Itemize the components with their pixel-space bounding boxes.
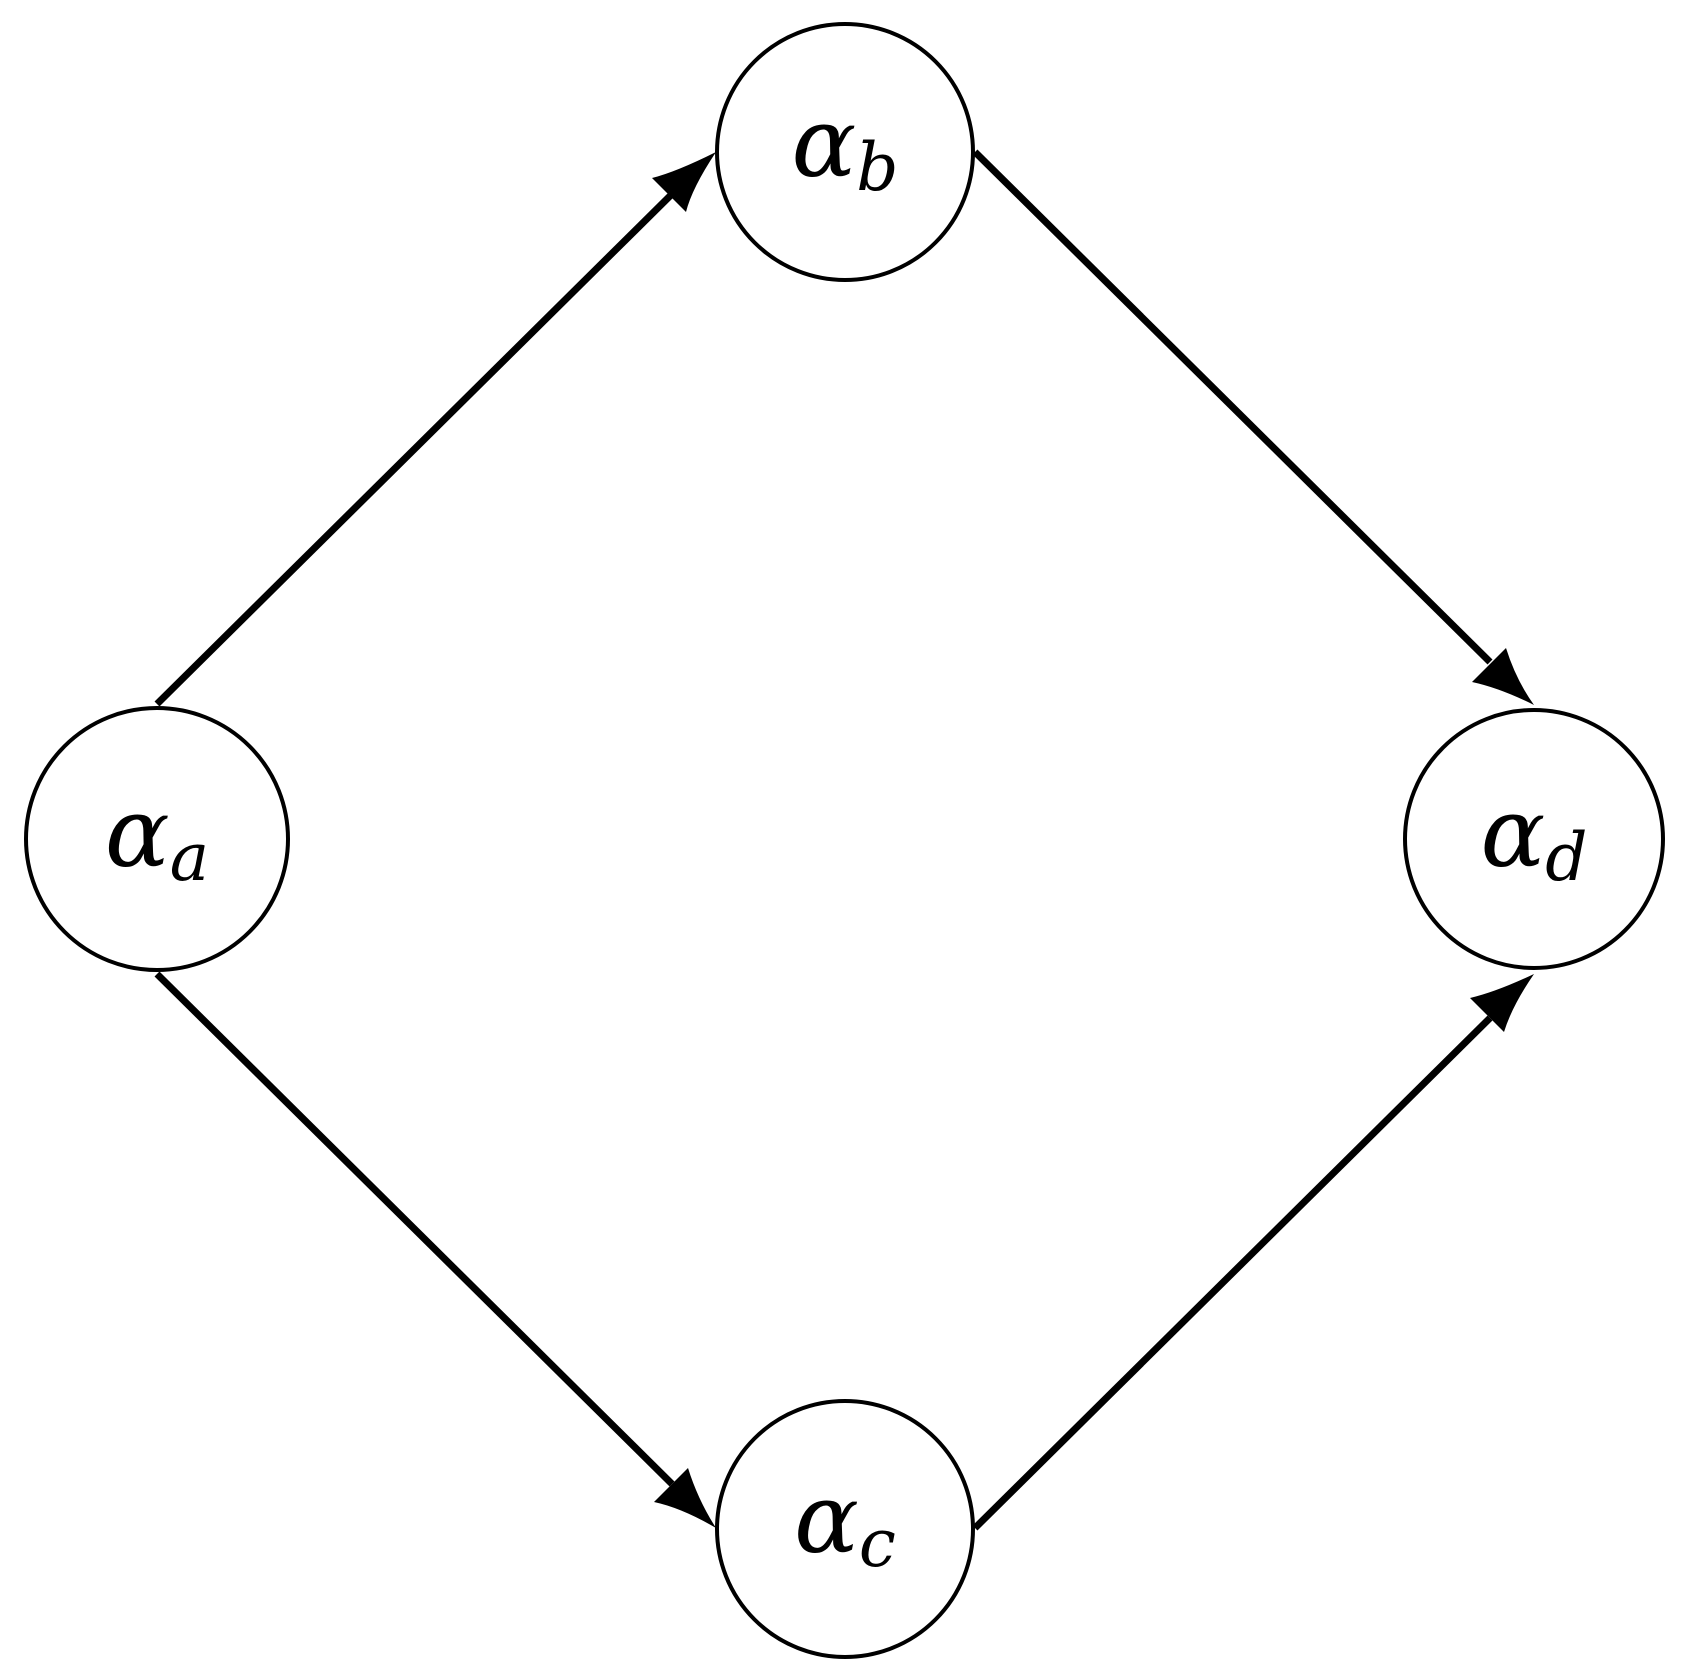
node-c-subscript: c: [859, 1505, 896, 1582]
arrowhead-d-top: [1472, 648, 1534, 705]
node-d-subscript: d: [1545, 819, 1587, 896]
svg-text:αb: αb: [791, 87, 898, 206]
edge-a-to-b: [154, 152, 716, 707]
node-c-symbol: α: [794, 1463, 859, 1575]
node-a-symbol: α: [105, 777, 170, 889]
node-c: αc: [715, 1399, 975, 1659]
edge-b-to-d: [972, 149, 1534, 705]
node-d-symbol: α: [1480, 777, 1545, 889]
node-d: αd: [1403, 708, 1665, 970]
arrowhead-b: [652, 152, 716, 212]
edges: [154, 149, 1534, 1531]
svg-text:αa: αa: [105, 777, 209, 896]
node-b: αb: [715, 22, 975, 282]
node-a: αa: [24, 706, 290, 972]
node-b-symbol: α: [791, 87, 856, 199]
edge-c-to-d: [972, 974, 1534, 1531]
edge-a-to-c: [154, 971, 716, 1528]
arrowhead-d-bottom: [1470, 974, 1534, 1032]
node-a-subscript: a: [170, 819, 209, 896]
svg-text:αc: αc: [794, 1463, 896, 1582]
node-b-subscript: b: [856, 129, 898, 206]
arrowhead-c: [654, 1468, 716, 1528]
svg-text:αd: αd: [1480, 777, 1587, 896]
